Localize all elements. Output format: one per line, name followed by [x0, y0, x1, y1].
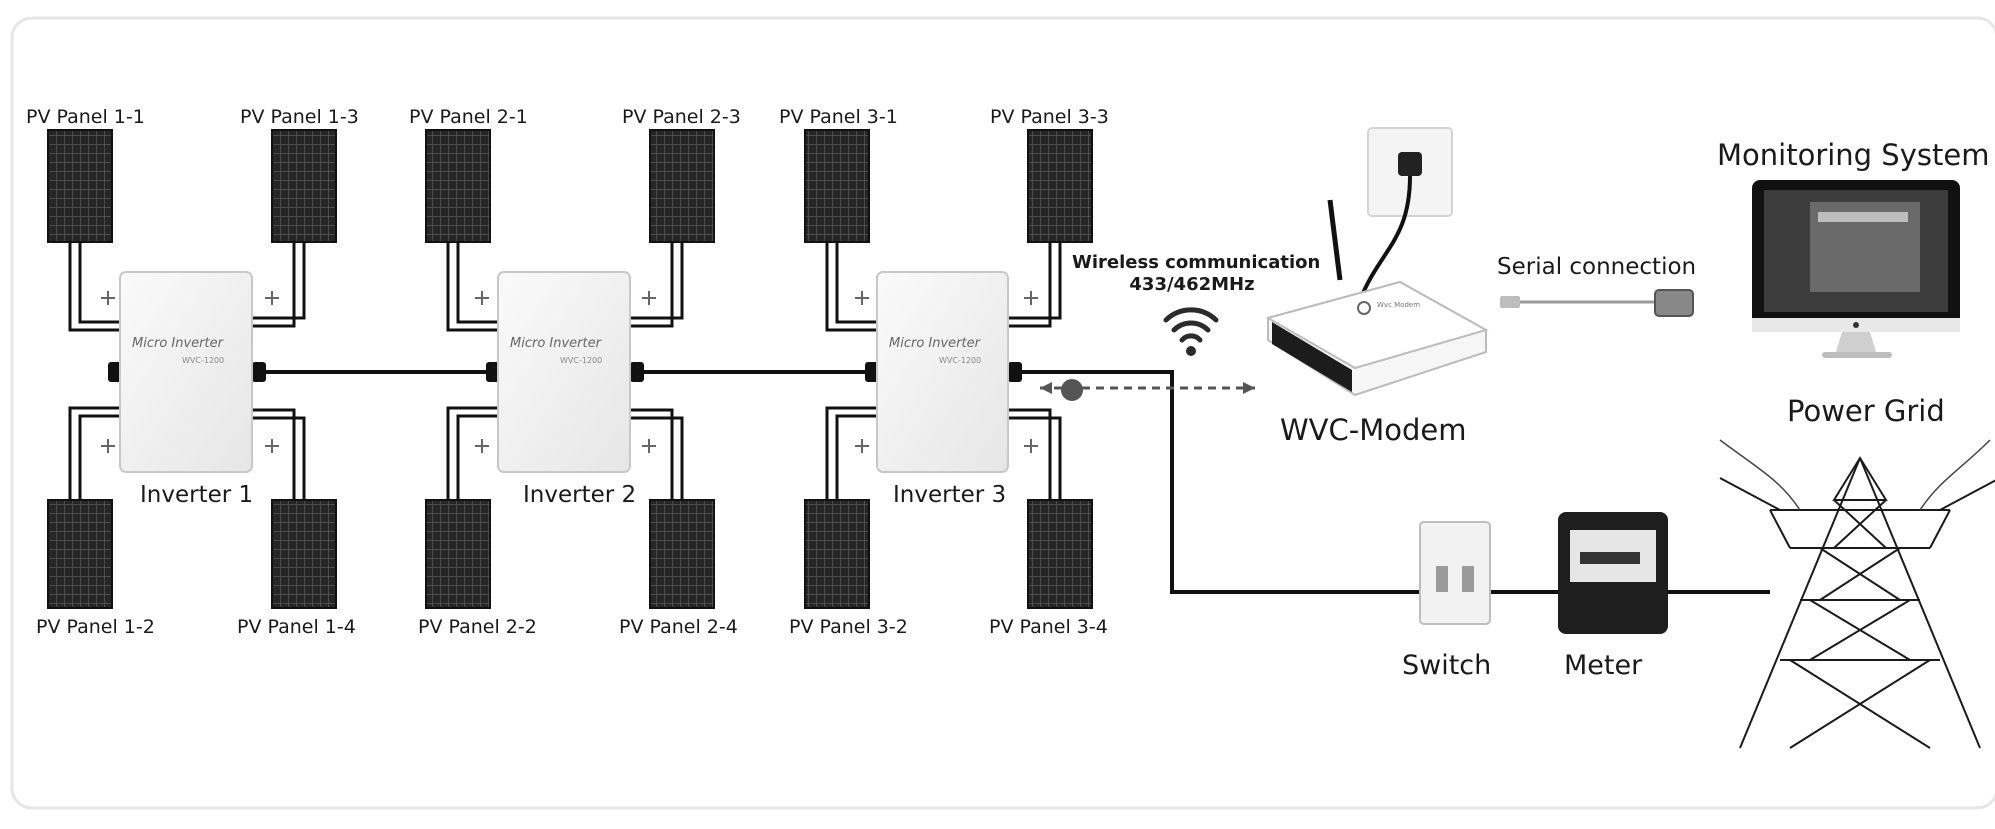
usb-plug	[1500, 296, 1520, 308]
monitor-stand	[1836, 332, 1876, 352]
meter-readout	[1580, 552, 1640, 564]
screen-bar	[1818, 212, 1908, 222]
pv-panel-1-1-label: PV Panel 1-1	[26, 106, 145, 128]
inverter-2-model: WVC-1200	[560, 356, 603, 365]
connectors	[108, 362, 1022, 382]
inverter-1-label: Inverter 1	[140, 482, 254, 508]
serial-connection-label: Serial connection	[1497, 254, 1697, 280]
pv-panel-2-1-label: PV Panel 2-1	[409, 106, 528, 128]
modem-logo	[1357, 301, 1371, 315]
pv-panel-2-1	[425, 129, 491, 243]
db9-plug	[1654, 289, 1694, 317]
monitor-button	[1853, 322, 1859, 328]
inverter-2-label: Inverter 2	[523, 482, 637, 508]
rf-node	[1061, 379, 1083, 401]
modem-top	[1265, 280, 1489, 370]
pv-panel-3-2	[804, 499, 870, 609]
pv-panel-2-2	[425, 499, 491, 609]
pv-panel-1-3	[271, 129, 337, 243]
inverter-2-device-text: Micro Inverter	[510, 336, 601, 351]
pv-panel-1-2	[47, 499, 113, 609]
modem-label: WVC-Modem	[1280, 413, 1467, 447]
pv-panel-3-3	[1027, 129, 1093, 243]
modem-brand: Wvc Modem	[1377, 301, 1421, 309]
wireless-arrow-left	[1040, 382, 1052, 394]
frame	[10, 16, 1995, 810]
pv-panel-3-3-label: PV Panel 3-3	[990, 106, 1109, 128]
switch-lever-1	[1436, 566, 1448, 592]
pv-panel-1-1	[47, 129, 113, 243]
panel-cables	[68, 242, 1062, 500]
inverter-3-device-text: Micro Inverter	[889, 336, 980, 351]
pv-panel-3-2-label: PV Panel 3-2	[789, 616, 908, 638]
inverter-3-label: Inverter 3	[893, 482, 1007, 508]
meter-label: Meter	[1564, 650, 1643, 681]
pv-panel-1-4-label: PV Panel 1-4	[237, 616, 356, 638]
switch-device	[1419, 521, 1491, 625]
polarity-marks	[101, 291, 1038, 453]
modem-front	[1272, 322, 1352, 392]
inverter-2-box	[497, 271, 631, 473]
wifi-icon	[1163, 307, 1219, 343]
wireless-line-1: Wireless communication	[1072, 252, 1321, 273]
ac-bus	[252, 370, 1770, 594]
pv-panel-1-4	[271, 499, 337, 609]
pv-panel-3-1	[804, 129, 870, 243]
inverter-3-box	[876, 271, 1009, 473]
wireless-label: Wireless communication 433/462MHz	[1072, 252, 1321, 296]
pv-panel-2-4	[649, 499, 715, 609]
pv-panel-1-2-label: PV Panel 1-2	[36, 616, 155, 638]
wifi-dot	[1186, 346, 1196, 356]
inverter-1-model: WVC-1200	[182, 356, 225, 365]
pv-panel-3-1-label: PV Panel 3-1	[779, 106, 898, 128]
inverter-1-box	[119, 271, 253, 473]
pv-panel-2-4-label: PV Panel 2-4	[619, 616, 738, 638]
pv-panel-2-3	[649, 129, 715, 243]
pv-panel-3-4-label: PV Panel 3-4	[989, 616, 1108, 638]
wireless-arrow-right	[1243, 382, 1255, 394]
wireless-line-2: 433/462MHz	[1129, 274, 1255, 295]
tower-icon	[1719, 456, 1995, 749]
switch-lever-2	[1462, 566, 1474, 592]
transmission-lines	[1719, 439, 1991, 511]
modem-antenna	[1327, 199, 1343, 281]
power-grid-label: Power Grid	[1787, 394, 1945, 428]
power-cord	[1358, 175, 1412, 301]
socket-plug	[1398, 152, 1422, 176]
inverter-3-model: WVC-1200	[939, 356, 982, 365]
pv-panel-2-2-label: PV Panel 2-2	[418, 616, 537, 638]
monitoring-system-label: Monitoring System	[1717, 138, 1990, 172]
monitor-base	[1822, 352, 1892, 358]
switch-label: Switch	[1402, 650, 1492, 681]
pv-panel-1-3-label: PV Panel 1-3	[240, 106, 359, 128]
pv-panel-3-4	[1027, 499, 1093, 609]
pv-panel-2-3-label: PV Panel 2-3	[622, 106, 741, 128]
inverter-1-device-text: Micro Inverter	[132, 336, 223, 351]
